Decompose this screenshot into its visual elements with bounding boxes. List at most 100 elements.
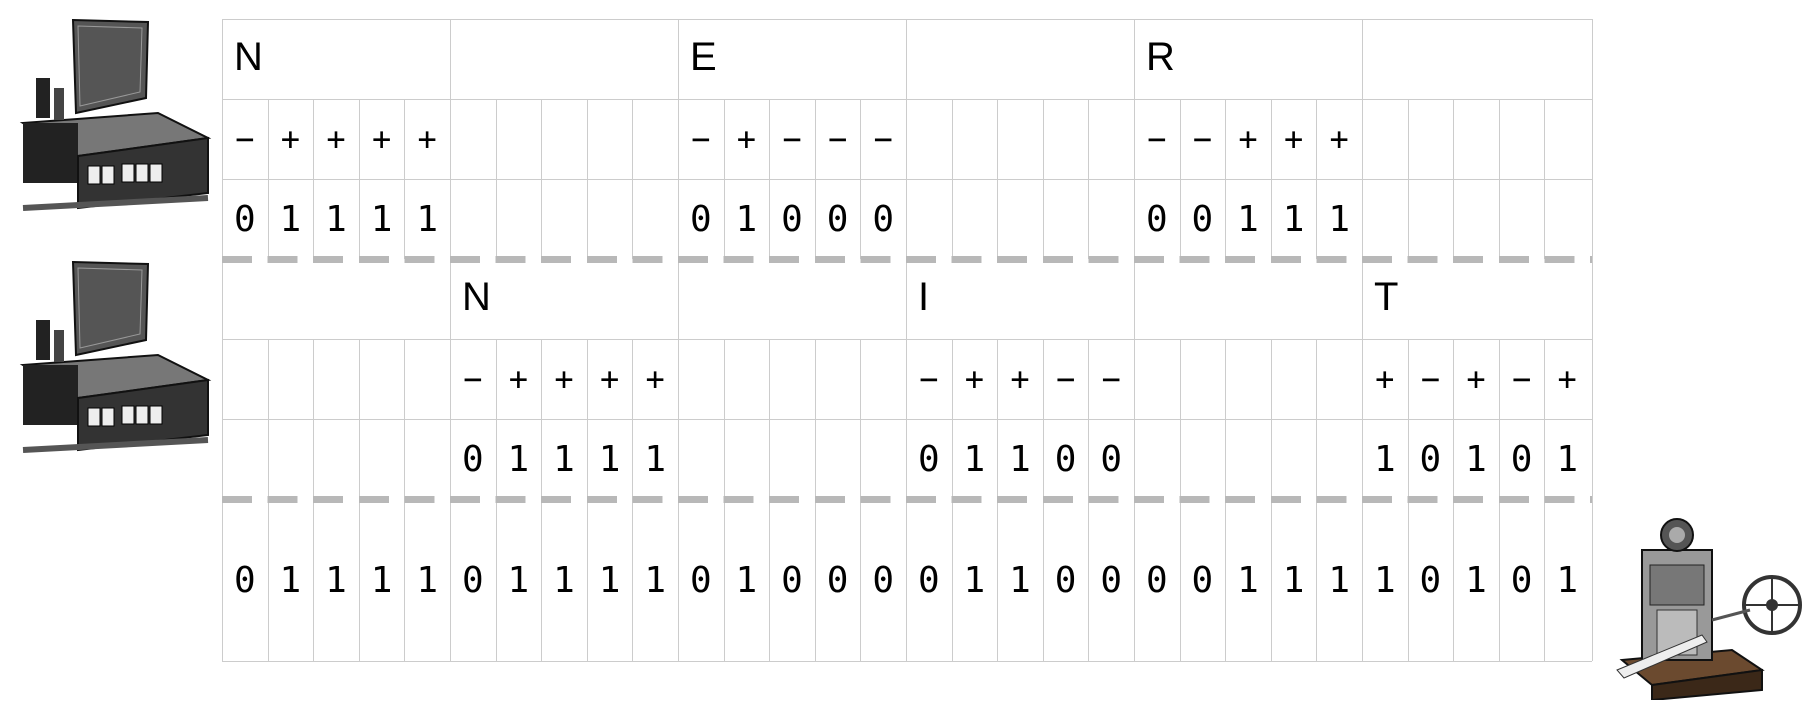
column-divider [1043,339,1044,499]
bit-value: 1 [1282,198,1305,240]
char-letter: E [690,35,717,79]
column-divider [268,499,269,661]
polarity-sign: − [1420,360,1441,398]
column-divider [450,259,451,339]
column-divider [906,259,907,339]
column-divider [496,499,497,661]
polarity-sign: + [1010,360,1030,398]
bit-value: 1 [416,198,439,240]
combined-bit: 0 [1510,559,1533,601]
column-divider [724,99,725,259]
polarity-sign: − [1511,360,1532,398]
column-divider [587,339,588,499]
bit-value: 1 [1009,438,1031,480]
column-divider [268,339,269,499]
bit-value: 0 [1419,438,1442,480]
combined-bit: 1 [1373,559,1396,601]
column-divider [587,99,588,259]
combined-bit: 1 [735,559,758,601]
bit-value: 0 [872,198,895,240]
column-divider [952,499,953,661]
column-divider [860,499,861,661]
column-divider [1362,19,1363,99]
column-divider [1271,339,1272,499]
combined-bit: 0 [917,559,940,601]
column-divider [1499,499,1500,661]
column-divider [1134,99,1135,259]
polarity-sign: − [1055,360,1076,398]
column-divider [678,19,679,99]
combined-bit: 0 [1191,559,1214,601]
bit-value: 1 [1328,198,1351,240]
polarity-sign: + [645,360,665,398]
bit-value: 1 [598,438,621,480]
column-divider [1180,499,1181,661]
combined-bit: 0 [1419,559,1442,601]
char-letter: N [234,35,263,79]
combined-bit: 1 [325,559,347,601]
column-divider [860,99,861,259]
column-divider [1362,339,1363,499]
combined-bit: 0 [826,559,849,601]
bit-value: 0 [917,438,940,480]
grid-border-right [1592,19,1593,661]
column-divider [1499,99,1500,259]
column-divider [1408,99,1409,259]
column-divider [1362,259,1363,339]
column-divider [1271,499,1272,661]
column-divider [632,499,633,661]
column-divider [1043,99,1044,259]
combined-bit: 1 [1556,559,1579,601]
column-divider [1499,339,1500,499]
transmitter-2-icon [19,260,212,453]
column-divider [1088,499,1089,661]
bit-value: 0 [233,198,256,240]
column-divider [678,499,679,661]
combined-bit: 0 [233,559,256,601]
column-divider [1088,339,1089,499]
column-divider [541,339,542,499]
column-divider [1271,99,1272,259]
bit-value: 0 [1191,198,1214,240]
column-divider [906,99,907,259]
combined-bit: 1 [1465,559,1487,601]
bit-value: 0 [1510,438,1533,480]
column-divider [1180,99,1181,259]
column-divider [678,259,679,339]
column-divider [1316,339,1317,499]
column-divider [1180,339,1181,499]
column-divider [450,19,451,99]
column-divider [906,499,907,661]
bit-value: 1 [370,198,393,240]
column-divider [313,99,314,259]
combined-bit: 1 [416,559,439,601]
column-divider [1134,19,1135,99]
column-divider [1453,499,1454,661]
polarity-sign: − [827,120,848,158]
column-divider [1408,499,1409,661]
combined-bit: 1 [279,559,302,601]
column-divider [906,19,907,99]
column-divider [769,99,770,259]
bit-value: 1 [1373,438,1396,480]
column-divider [724,499,725,661]
column-divider [632,339,633,499]
combined-bit: 1 [507,559,530,601]
column-divider [1544,499,1545,661]
bit-value: 1 [325,198,347,240]
separator-2 [222,496,1592,503]
column-divider [496,339,497,499]
column-divider [724,339,725,499]
column-divider [313,339,314,499]
polarity-sign: + [1238,120,1258,158]
combined-bit: 1 [1009,559,1031,601]
column-divider [404,339,405,499]
column-divider [268,99,269,259]
column-divider [1316,499,1317,661]
column-divider [906,339,907,499]
bit-value: 1 [507,438,530,480]
combined-bit: 0 [461,559,484,601]
row-divider [222,419,1592,420]
column-divider [1134,339,1135,499]
column-divider [1316,99,1317,259]
